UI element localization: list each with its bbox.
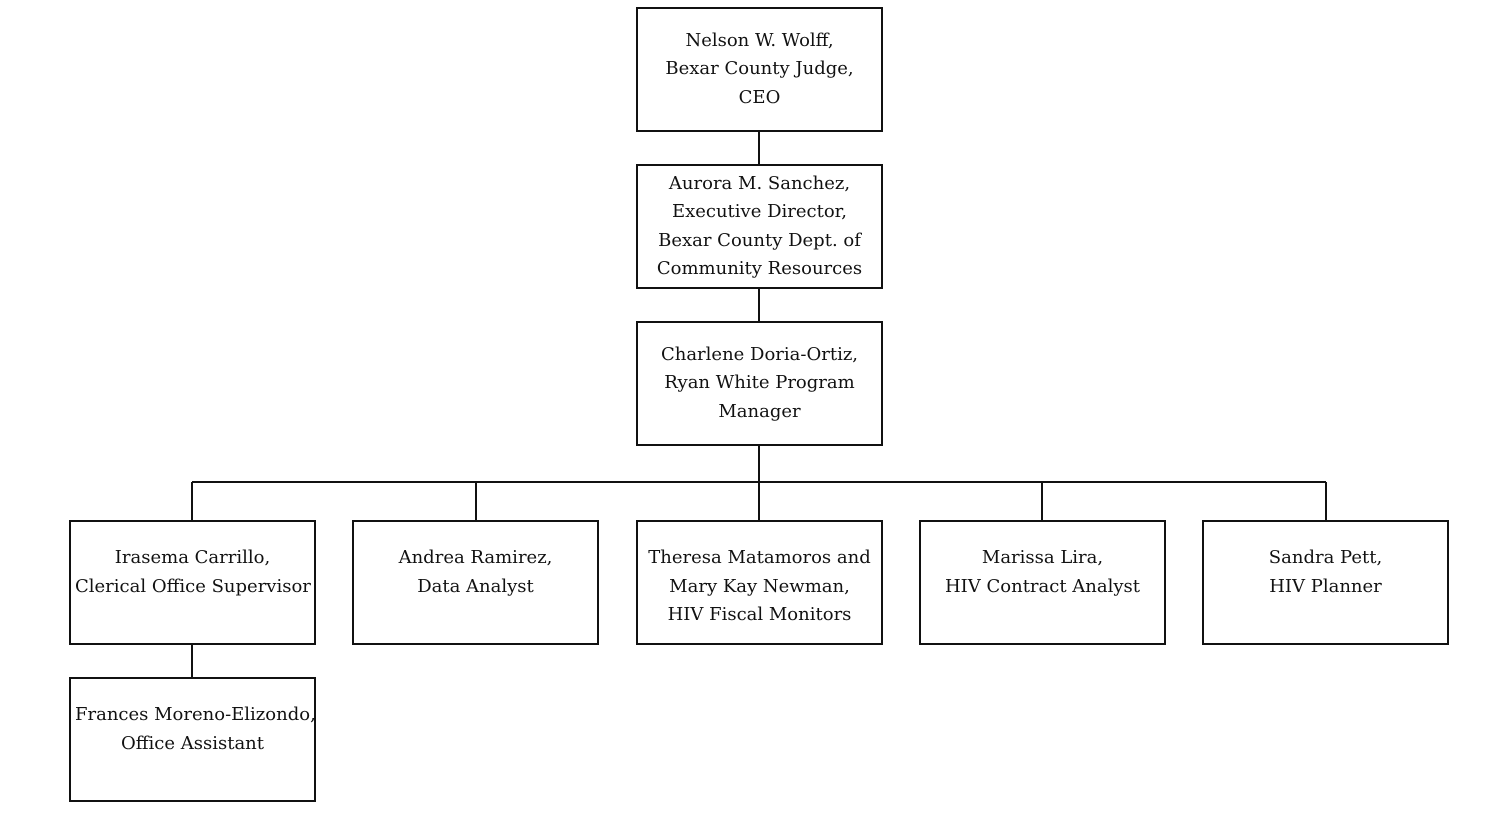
box-data-analyst: Andrea Ramirez, Data Analyst (352, 520, 599, 645)
box-line: HIV Contract Analyst (944, 575, 1141, 597)
box-clerical-office-supervisor: Irasema Carrillo, Clerical Office Superv… (69, 520, 316, 645)
box-line: Charlene Doria-Ortiz, (660, 343, 859, 365)
box-line: Sandra Pett, (1268, 547, 1383, 568)
box-ceo: Nelson W. Wolff, Bexar County Judge, CEO (636, 7, 883, 132)
box-line: Office Assistant (120, 732, 264, 754)
box-line: CEO (738, 86, 781, 108)
box-line: Nelson W. Wolff, (685, 29, 834, 51)
box-line: Bexar County Dept. of (658, 229, 861, 251)
box-line: Executive Director, (671, 201, 848, 222)
box-executive-director: Aurora M. Sanchez, Executive Director, B… (636, 164, 883, 289)
box-line: Aurora M. Sanchez, (668, 172, 851, 194)
box-line: Community Resources (656, 258, 863, 279)
box-hiv-planner: Sandra Pett, HIV Planner (1202, 520, 1449, 645)
box-line: Ryan White Program (664, 372, 855, 394)
box-line: Manager (718, 400, 801, 422)
box-office-assistant: Frances Moreno-Elizondo, Office Assistan… (69, 677, 316, 802)
box-line: Andrea Ramirez, (398, 547, 553, 568)
box-line: Clerical Office Supervisor (75, 575, 311, 597)
box-hiv-contract-analyst: Marissa Lira, HIV Contract Analyst (919, 520, 1166, 645)
box-line: Data Analyst (417, 575, 534, 597)
box-line: HIV Fiscal Monitors (667, 604, 852, 625)
box-line: Irasema Carrillo, (114, 547, 271, 568)
box-program-manager: Charlene Doria-Ortiz, Ryan White Program… (636, 321, 883, 446)
box-line: Marissa Lira, (981, 547, 1104, 568)
box-line: Mary Kay Newman, (669, 575, 850, 597)
box-line: Theresa Matamoros and (648, 547, 871, 568)
box-line: Frances Moreno-Elizondo, (75, 704, 316, 725)
box-line: Bexar County Judge, (665, 58, 854, 80)
box-line: HIV Planner (1269, 575, 1382, 597)
box-hiv-fiscal-monitors: Theresa Matamoros and Mary Kay Newman, H… (636, 520, 883, 645)
